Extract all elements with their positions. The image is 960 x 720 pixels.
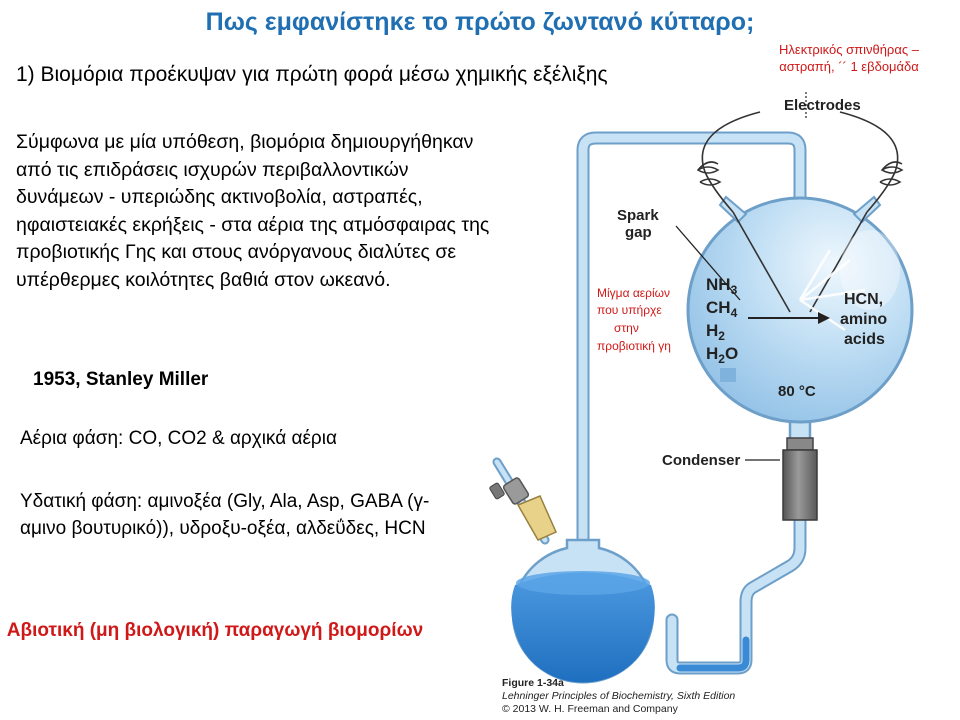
glass-tubing (576, 131, 807, 675)
products-labels: HCN, amino acids (840, 291, 887, 348)
gas-mix-note-line-1: Μίγμα αερίων (597, 286, 670, 300)
gas-mix-note-line-4: προβιοτική γη (597, 339, 671, 353)
condenser-label: Condenser (662, 452, 741, 469)
spark-gap-leader (675, 225, 741, 301)
spark-gap-label-line2: gap (625, 224, 652, 241)
miller-heading: 1953, Stanley Miller (33, 369, 209, 390)
gas-mix-note: Μίγμα αερίων που υπήρχε στην προβιοτική … (597, 286, 671, 353)
electrodes-label: Electrodes (784, 97, 861, 114)
condenser (745, 437, 818, 521)
reaction-arrow (748, 312, 830, 324)
boiling-flask (511, 538, 655, 684)
figure-copyright: © 2013 W. H. Freeman and Company (502, 703, 679, 715)
figure-number: Figure 1-34a (502, 677, 564, 689)
aqueous-phase-text: Υδατική φάση: αμινοξέα (Gly, Ala, Asp, G… (20, 491, 430, 539)
reactant-nh3: NH3 (706, 275, 738, 297)
spark-note: Ηλεκτρικός σπινθήρας – αστραπή, ´´ 1 εβδ… (779, 42, 919, 74)
subtitle: 1) Βιομόρια προέκυψαν για πρώτη φορά μέσ… (16, 63, 608, 86)
spark-gap-label-line1: Spark (617, 207, 659, 224)
figure-caption: Figure 1-34a Lehninger Principles of Bio… (502, 677, 735, 715)
gas-mix-note-line-2: που υπήρχε (597, 303, 662, 317)
hypothesis-paragraph: Σύμφωνα με μία υπόθεση, βιομόρια δημιουρ… (16, 131, 490, 291)
filling-tube (489, 457, 557, 545)
gas-mix-note-line-3: στην (614, 321, 639, 335)
temperature-label: 80 °C (778, 383, 816, 400)
gas-inlet-mark (720, 368, 736, 382)
gas-phase-text: Αέρια φάση: CO, CO2 & αρχικά αέρια (20, 428, 337, 449)
product-line-2: amino (840, 311, 887, 328)
reactant-h2o: H2O (706, 344, 738, 366)
electrode-wires (696, 111, 904, 313)
product-line-3: acids (844, 331, 885, 348)
figure-book: Lehninger Principles of Biochemistry, Si… (502, 690, 735, 702)
abiotic-conclusion: Αβιοτική (μη βιολογική) παραγωγή βιομορί… (6, 620, 424, 641)
reactant-h2: H2 (706, 321, 725, 343)
page-title: Πως εμφανίστηκε το πρώτο ζωντανό κύτταρο… (205, 8, 755, 36)
spark-flask (686, 111, 914, 442)
product-line-1: HCN, (844, 291, 883, 308)
reactant-ch4: CH4 (706, 298, 738, 320)
reactants-labels: NH3 CH4 H2 H2O (706, 275, 738, 366)
